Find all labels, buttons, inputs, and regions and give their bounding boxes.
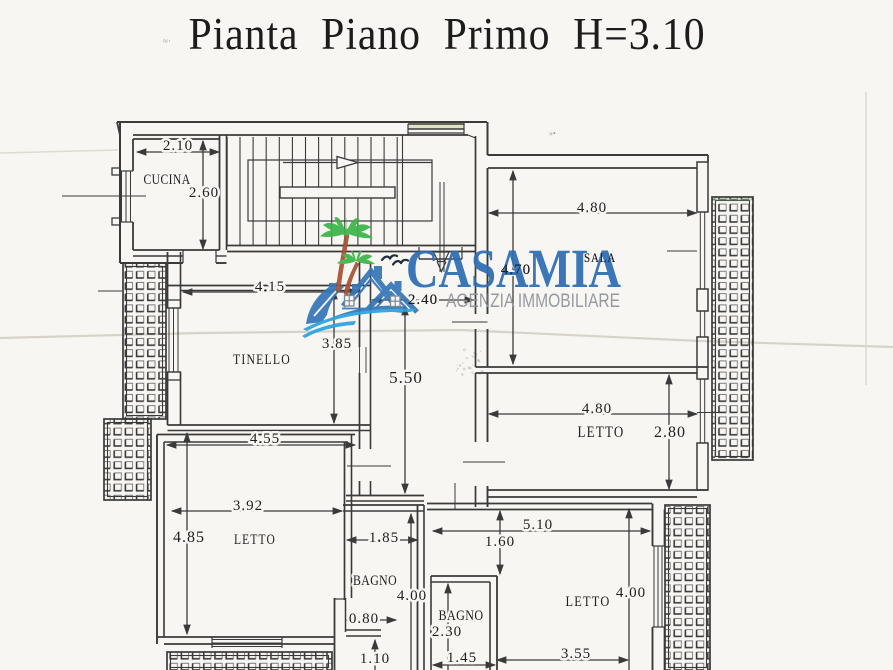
svg-text:2.40: 2.40 <box>408 292 438 308</box>
svg-text:≈·: ≈· <box>163 36 171 46</box>
svg-text:LETTO: LETTO <box>234 532 276 548</box>
svg-text:5.10: 5.10 <box>523 517 553 533</box>
svg-text:4.70: 4.70 <box>501 262 531 278</box>
svg-text:2.30: 2.30 <box>432 624 462 640</box>
svg-text:SALA: SALA <box>584 250 616 265</box>
svg-text:LETTO: LETTO <box>578 424 625 441</box>
svg-text:BAGNO: BAGNO <box>353 573 397 589</box>
svg-text:1.45: 1.45 <box>447 650 477 666</box>
svg-text:AGENZIA IMMOBILIARE: AGENZIA IMMOBILIARE <box>446 291 620 312</box>
svg-text:4.80: 4.80 <box>577 200 607 216</box>
svg-text:4.00: 4.00 <box>616 585 646 601</box>
svg-text:CUCINA: CUCINA <box>144 172 191 188</box>
svg-text:CASAMIA: CASAMIA <box>406 238 621 299</box>
svg-text:4.80: 4.80 <box>582 401 612 417</box>
svg-text:Pianta Piano Primo H=3.10: Pianta Piano Primo H=3.10 <box>189 9 706 59</box>
svg-text:TINELLO: TINELLO <box>233 352 291 368</box>
svg-text:2.60: 2.60 <box>189 185 219 201</box>
svg-text:3.92: 3.92 <box>233 498 263 514</box>
svg-text:4.70: 4.70 <box>501 262 531 278</box>
svg-text:SALA: SALA <box>584 250 616 265</box>
svg-text:BAGNO: BAGNO <box>439 608 484 624</box>
svg-text:2.80: 2.80 <box>654 424 686 441</box>
svg-text:4.55: 4.55 <box>250 431 280 447</box>
svg-text:LETTO: LETTO <box>566 594 611 610</box>
svg-text:4.00: 4.00 <box>397 588 427 604</box>
svg-text:0.80: 0.80 <box>349 611 379 627</box>
svg-text:»•: »• <box>549 129 556 138</box>
svg-text:4.15: 4.15 <box>255 279 285 295</box>
svg-text:3.85: 3.85 <box>322 336 352 352</box>
svg-text:1.10: 1.10 <box>360 651 390 667</box>
svg-text:3.55: 3.55 <box>561 646 591 662</box>
svg-text:5.50: 5.50 <box>389 368 423 387</box>
svg-text:1.85: 1.85 <box>369 530 399 546</box>
svg-text:1.60: 1.60 <box>485 534 515 550</box>
svg-text:2.10: 2.10 <box>163 138 193 154</box>
svg-text:4.85: 4.85 <box>173 529 205 546</box>
